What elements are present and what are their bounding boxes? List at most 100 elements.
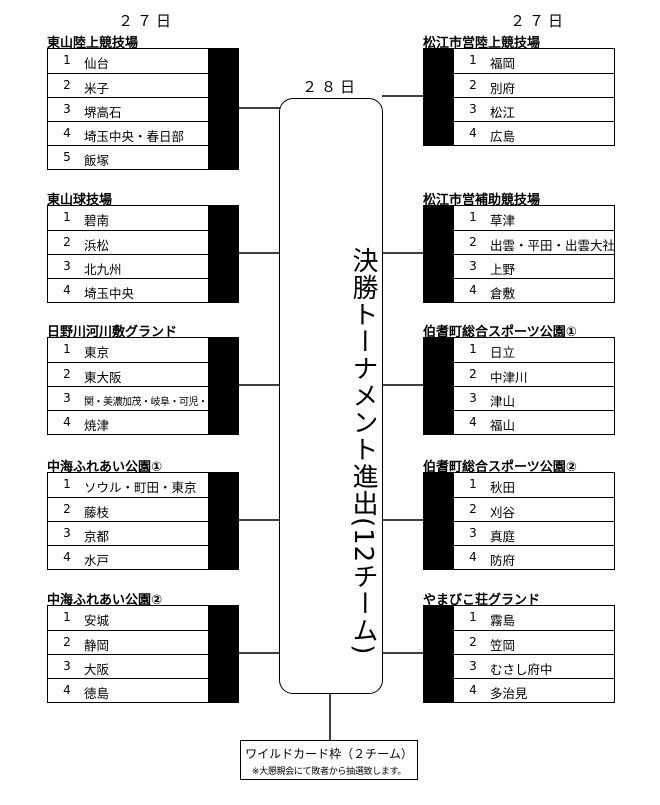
team-row: 4 水戸 xyxy=(48,545,238,569)
team-number: 5 xyxy=(63,150,71,164)
team-row: 1 日立 xyxy=(424,338,614,362)
team-name: 仙台 xyxy=(84,56,110,71)
team-name: 北九州 xyxy=(84,262,122,277)
team-name: 関・美濃加茂・岐阜・可児・恵那 xyxy=(84,397,227,408)
team-row: 2 出雲・平田・出雲大社 xyxy=(424,230,616,254)
left-venue-3: 日野川河川敷グランド xyxy=(47,325,178,340)
team-name: 上野 xyxy=(490,262,516,277)
team-number: 3 xyxy=(469,659,477,673)
team-row: 3 真庭 xyxy=(424,521,614,545)
team-number: 2 xyxy=(469,635,477,649)
team-name: 秋田 xyxy=(490,480,516,495)
team-number: 1 xyxy=(469,477,477,491)
team-name: 福岡 xyxy=(490,56,516,71)
group-bar xyxy=(424,49,454,145)
wildcard-title: ワイルドカード枠（２チーム） xyxy=(245,747,413,761)
team-number: 3 xyxy=(63,526,71,540)
team-name: 刈谷 xyxy=(490,505,516,520)
team-name: 日立 xyxy=(490,345,516,360)
team-number: 2 xyxy=(63,635,71,649)
team-number: 4 xyxy=(63,550,71,564)
team-name: 安城 xyxy=(84,613,110,628)
team-number: 4 xyxy=(63,283,71,297)
team-number: 1 xyxy=(469,342,477,356)
team-number: 2 xyxy=(63,78,71,92)
team-name: 徳島 xyxy=(84,686,110,701)
wildcard-note: ※大懇親会にて敗者から抽選致します。 xyxy=(251,767,407,777)
team-name: 飯塚 xyxy=(84,153,110,168)
team-number: 3 xyxy=(63,659,71,673)
team-number: 3 xyxy=(469,102,477,116)
team-number: 1 xyxy=(63,342,71,356)
team-number: 2 xyxy=(63,367,71,381)
team-name: 藤枝 xyxy=(84,505,110,520)
final-tournament-title: 決勝トーナメント進出(12チーム) xyxy=(348,246,378,656)
team-number: 4 xyxy=(469,683,477,697)
team-number: 1 xyxy=(63,210,71,224)
team-number: 2 xyxy=(63,235,71,249)
team-name: 京都 xyxy=(84,529,110,544)
team-name: 草津 xyxy=(490,213,516,228)
team-row: 3 上野 xyxy=(424,254,614,278)
team-name: 中津川 xyxy=(490,370,528,385)
team-name: 静岡 xyxy=(84,638,110,653)
team-number: 1 xyxy=(469,53,477,67)
team-number: 3 xyxy=(469,526,477,540)
team-name: 水戸 xyxy=(84,553,110,568)
day-label-left: ２７日 xyxy=(118,12,176,30)
team-number: 1 xyxy=(63,477,71,491)
team-name: 松江 xyxy=(490,105,516,120)
team-number: 4 xyxy=(63,415,71,429)
team-number: 3 xyxy=(469,259,477,273)
team-name: 津山 xyxy=(490,394,516,409)
team-number: 2 xyxy=(469,367,477,381)
team-name: 浜松 xyxy=(84,238,110,253)
team-number: 1 xyxy=(469,610,477,624)
team-number: 2 xyxy=(469,235,477,249)
team-name: 出雲・平田・出雲大社 xyxy=(490,238,616,253)
right-venue-4: 伯耆町総合スポーツ公園② xyxy=(423,460,577,475)
left-venue-1: 東山陸上競技場 xyxy=(47,36,139,51)
team-number: 4 xyxy=(63,683,71,697)
right-venue-2: 松江市営補助競技場 xyxy=(423,193,541,208)
team-row: 2 中津川 xyxy=(424,362,614,386)
team-row: 2 静岡 xyxy=(48,630,238,654)
team-name: 別府 xyxy=(490,81,516,96)
team-name: 碧南 xyxy=(84,213,110,228)
group-bar xyxy=(208,206,238,302)
team-row: 4 徳島 xyxy=(48,678,238,702)
team-name: 埼玉中央 xyxy=(84,286,135,301)
right-venue-5: やまびこ荘グランド xyxy=(423,593,541,608)
team-number: 4 xyxy=(469,415,477,429)
group-bar xyxy=(208,338,238,434)
team-name: 真庭 xyxy=(490,529,516,544)
day-label-center: ２８日 xyxy=(302,78,360,96)
team-row: 4 埼玉中央 xyxy=(48,278,238,302)
